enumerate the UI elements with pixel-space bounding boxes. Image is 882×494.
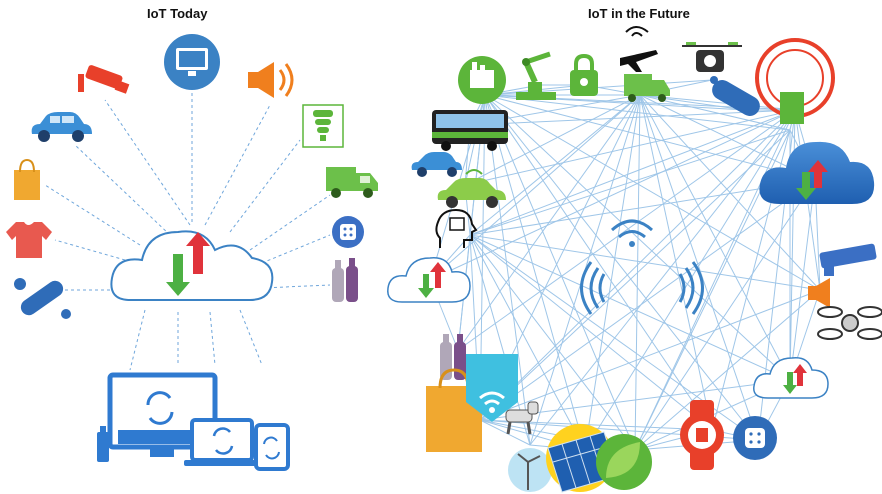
laptop-icon [184, 418, 260, 466]
mesh-link [484, 94, 821, 291]
medical-kit-icon [755, 38, 835, 124]
mesh-link [634, 109, 796, 451]
security-lock-icon [570, 53, 598, 96]
mesh-link [469, 109, 796, 236]
mesh-link [639, 94, 746, 111]
robot-dog-icon [505, 401, 539, 435]
bus-icon [432, 110, 508, 151]
mesh-link [711, 109, 796, 431]
iot-future-title: IoT in the Future [588, 6, 690, 21]
wireless-signal-icon [580, 219, 704, 315]
mesh-link [469, 234, 713, 431]
medicine-capsule-icon [710, 76, 760, 116]
mesh-link [634, 179, 816, 451]
smartwatch-blue-icon [733, 416, 777, 460]
mesh-link [469, 109, 796, 126]
up-arrow-icon [186, 232, 210, 274]
mesh-link [469, 179, 816, 236]
cloud-icon [387, 257, 471, 303]
mesh-link [469, 129, 791, 236]
wind-turbine-icon [508, 448, 552, 492]
security-camera-icon [78, 65, 130, 94]
car-icon [411, 152, 462, 177]
mesh-link [429, 94, 641, 281]
mesh-link [484, 94, 636, 451]
tablet-icon [254, 423, 290, 471]
mesh-link [639, 94, 713, 431]
mesh-link [479, 289, 821, 421]
mesh-link [639, 94, 759, 441]
drone-delivery-truck-icon [620, 26, 670, 102]
mesh-link [469, 234, 636, 451]
mesh-network [429, 79, 821, 451]
medicine-pill-icon [14, 278, 71, 319]
speaker-icon [248, 62, 294, 98]
cloud-icon [110, 230, 274, 301]
ai-head-icon [435, 208, 478, 248]
mesh-link [479, 419, 531, 446]
mesh-link [584, 94, 641, 451]
mesh-link [479, 109, 796, 421]
mesh-link [469, 234, 791, 381]
mesh-link [789, 179, 816, 381]
drone-camera-icon [682, 42, 742, 72]
leaf-icon [596, 434, 652, 490]
light-bulb-icon [302, 104, 344, 148]
security-camera-icon [819, 243, 877, 276]
mesh-link [639, 94, 791, 381]
mesh-link [634, 289, 821, 451]
smartwatch-red-icon [680, 400, 724, 470]
connected-car-icon [437, 169, 506, 208]
cloud-icon [753, 357, 829, 399]
delivery-truck-icon [326, 167, 378, 198]
mesh-link [484, 94, 713, 431]
left-connectors [44, 75, 331, 371]
mesh-link [484, 94, 586, 451]
robot-arm-icon [516, 51, 556, 100]
mesh-link [469, 234, 586, 451]
down-arrow-icon [166, 254, 190, 296]
tag-wifi-icon [466, 354, 518, 422]
desktop-icon [107, 372, 218, 457]
usb-drive-icon [97, 426, 109, 462]
t-shirt-icon [6, 222, 52, 258]
mesh-link [457, 109, 796, 351]
speaker-icon [808, 278, 830, 308]
cloud-icon [759, 141, 875, 204]
mesh-link [479, 179, 816, 421]
bottles-icon [332, 258, 358, 302]
mesh-link [469, 234, 821, 291]
mesh-link [484, 94, 531, 446]
mesh-link [464, 94, 641, 186]
car-icon [31, 112, 93, 142]
mesh-link [464, 109, 796, 186]
mesh-link [529, 109, 796, 446]
drone-icon [817, 306, 882, 340]
mesh-link [479, 129, 791, 421]
iot-today-title: IoT Today [147, 6, 208, 21]
shopping-bag-icon [14, 158, 40, 200]
recycling-factory-icon [458, 56, 506, 104]
mesh-link [584, 109, 796, 451]
mesh-link [639, 94, 816, 181]
smartwatch-icon [332, 216, 364, 248]
monitor-icon [164, 34, 220, 90]
